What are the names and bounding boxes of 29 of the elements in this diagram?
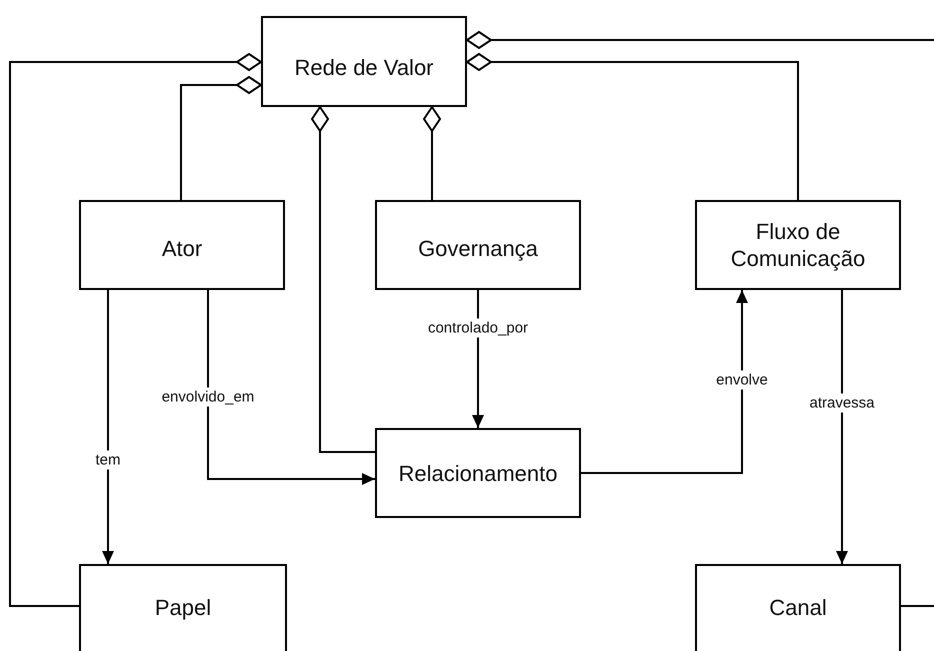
aggregation-connector bbox=[311, 106, 375, 453]
class-name: Canal bbox=[769, 594, 827, 621]
aggregation-connector bbox=[423, 106, 441, 200]
edge-label: envolvido_em bbox=[160, 388, 256, 406]
arrow bbox=[836, 290, 848, 564]
aggregation-connector bbox=[466, 31, 934, 607]
arrow bbox=[102, 290, 114, 564]
class-box bbox=[695, 564, 901, 651]
edge-label: tem bbox=[94, 450, 122, 470]
arrow bbox=[207, 290, 375, 485]
arrow bbox=[581, 290, 748, 474]
class-name: Governança bbox=[418, 235, 538, 262]
edge-label: atravessa bbox=[807, 394, 877, 412]
class-box bbox=[261, 16, 467, 107]
class-name: Ator bbox=[162, 235, 202, 262]
aggregation-connector bbox=[466, 53, 799, 200]
class-name: Relacionamento bbox=[398, 460, 558, 487]
class-name: Rede de Valor bbox=[294, 54, 434, 81]
class-box bbox=[79, 200, 285, 290]
edge-label: envolve bbox=[714, 370, 770, 390]
aggregation-connector bbox=[9, 53, 262, 607]
edge-label: controlado_por bbox=[426, 318, 530, 338]
class-box bbox=[79, 564, 287, 651]
class-box bbox=[695, 200, 901, 290]
class-name: Papel bbox=[154, 594, 212, 621]
class-box bbox=[375, 200, 581, 290]
aggregation-connector bbox=[180, 76, 262, 200]
class-box bbox=[375, 428, 581, 518]
class-name: Fluxo de Comunicação bbox=[730, 218, 866, 272]
